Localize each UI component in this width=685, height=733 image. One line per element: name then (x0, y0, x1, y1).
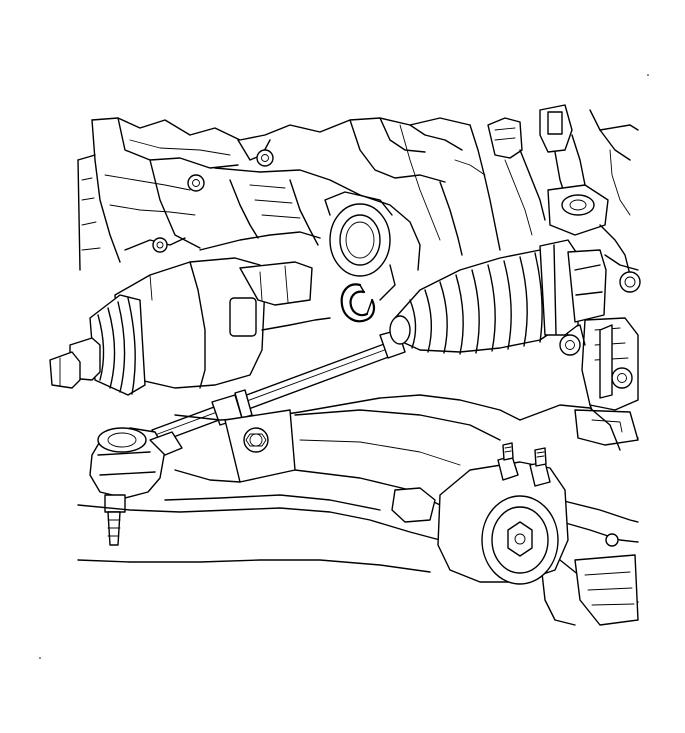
retaining-ring (340, 283, 376, 323)
speck-mark (39, 657, 41, 659)
outer-boot (389, 239, 607, 355)
steering-gear-housing (114, 257, 331, 389)
mounting-bushing (437, 442, 569, 585)
inner-boot (49, 294, 146, 396)
engine-background (77, 104, 641, 446)
speck-mark (647, 74, 649, 76)
outer-tie-rod-end (89, 427, 183, 546)
frame-crossmember (77, 394, 639, 626)
